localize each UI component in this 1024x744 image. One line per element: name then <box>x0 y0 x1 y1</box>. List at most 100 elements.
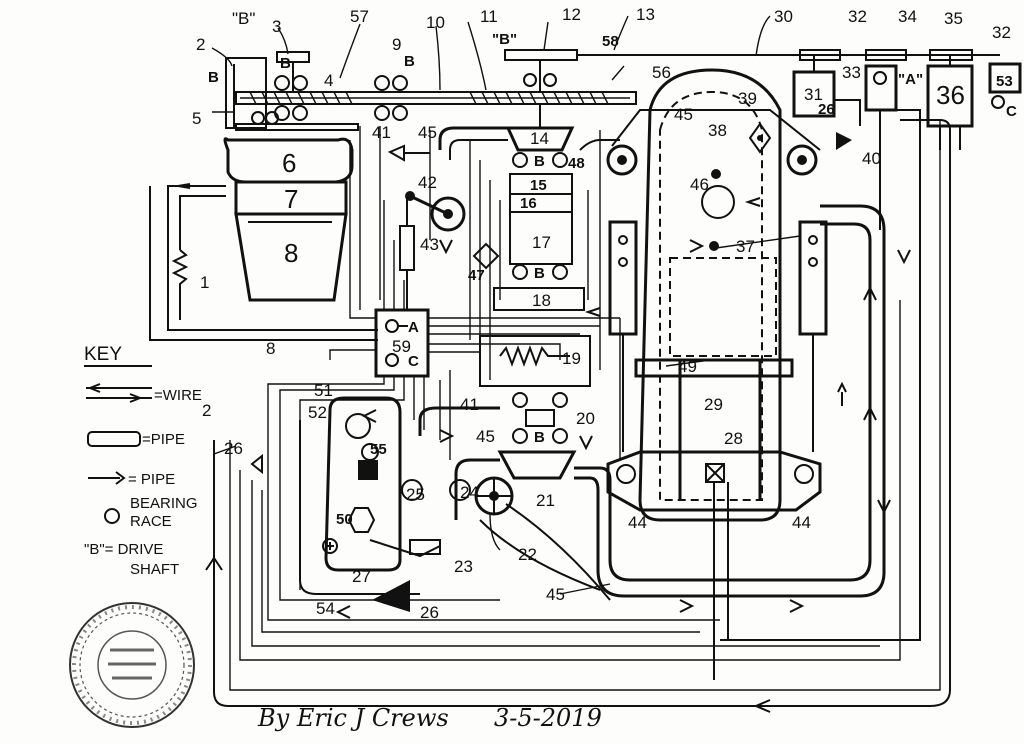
key-title: KEY <box>84 344 122 365</box>
label-8b: 8 <box>266 339 275 358</box>
label-41a: 41 <box>372 123 391 142</box>
label-36: 36 <box>936 80 965 110</box>
label-54: 54 <box>316 599 335 618</box>
signature-block: By Eric J Crews 3-5-2019 <box>257 704 602 732</box>
label-59-c: C <box>408 353 419 370</box>
label-b2: B <box>404 53 415 70</box>
label-26b: 26 <box>420 603 439 622</box>
label-40: 40 <box>862 149 881 168</box>
key-bearing-2: RACE <box>130 513 172 530</box>
label-5: 5 <box>192 109 201 128</box>
label-8: 8 <box>284 238 298 268</box>
label-59-a: A <box>408 319 419 336</box>
label-44a: 44 <box>628 513 647 532</box>
resistor-1-loop <box>149 185 378 341</box>
label-20: 20 <box>576 409 595 428</box>
label-b-quote: "B" <box>232 9 255 28</box>
label-41b: 41 <box>460 395 479 414</box>
label-44b: 44 <box>792 513 811 532</box>
tank-6-7-8 <box>223 137 354 302</box>
label-b1: B <box>208 69 219 86</box>
label-34: 34 <box>898 7 917 26</box>
main-machine-body <box>606 68 822 680</box>
label-45b: 45 <box>674 105 693 124</box>
label-1: 1 <box>200 273 209 292</box>
label-b5: B <box>534 429 545 446</box>
signature-author: By Eric J Crews <box>257 704 449 732</box>
gear-22 <box>474 476 514 516</box>
wires <box>229 120 941 691</box>
label-45d: 45 <box>546 585 565 604</box>
leader-lines <box>211 15 801 595</box>
label-3: 3 <box>272 17 281 36</box>
label-50: 50 <box>336 511 353 528</box>
label-32: 32 <box>848 7 867 26</box>
left-pipe-loop <box>299 396 471 612</box>
label-24: 24 <box>460 483 479 502</box>
label-2: 2 <box>196 35 205 54</box>
label-43: 43 <box>420 235 439 254</box>
label-15: 15 <box>530 177 547 194</box>
label-16: 16 <box>520 195 537 212</box>
label-30: 30 <box>774 7 793 26</box>
label-25: 25 <box>406 485 425 504</box>
label-22: 22 <box>518 545 537 564</box>
bottom-loop <box>213 119 951 707</box>
label-56: 56 <box>652 63 671 82</box>
label-53: 53 <box>996 73 1013 90</box>
label-31: 31 <box>804 85 823 104</box>
label-57: 57 <box>350 7 369 26</box>
key-pipe-1: =PIPE <box>142 431 185 448</box>
label-26a: 26 <box>224 439 243 458</box>
legend-key: KEY =WIRE =PIPE = PIPE BEARING RACE "B"=… <box>84 344 202 578</box>
label-48: 48 <box>568 155 585 172</box>
label-28: 28 <box>724 429 743 448</box>
label-7: 7 <box>284 184 298 214</box>
left-top-unit <box>225 57 359 131</box>
label-37: 37 <box>736 237 755 256</box>
top-drive-shaft <box>235 49 1000 121</box>
key-symbols <box>84 365 152 524</box>
label-b3: B <box>534 153 545 170</box>
lever-42 <box>387 144 466 310</box>
label-47: 47 <box>468 267 485 284</box>
key-wire: =WIRE <box>154 387 202 404</box>
label-27: 27 <box>352 567 371 586</box>
right-components <box>720 55 1022 641</box>
key-drive-1: "B"= DRIVE <box>84 541 163 558</box>
label-53-c: C <box>1006 103 1017 120</box>
label-39: 39 <box>738 89 757 108</box>
label-a-quote: "A" <box>898 71 923 88</box>
label-9: 9 <box>392 35 401 54</box>
label-26c: 26 <box>818 101 835 118</box>
key-bearing-1: BEARING <box>130 495 198 512</box>
label-b4: B <box>534 265 545 282</box>
label-b6: B <box>280 55 291 72</box>
label-35: 35 <box>944 9 963 28</box>
pistons-37 <box>608 220 828 452</box>
label-18: 18 <box>532 291 551 310</box>
label-49: 49 <box>678 357 697 376</box>
control-box-59 <box>374 308 430 378</box>
label-38: 38 <box>708 121 727 140</box>
key-pipe-2: = PIPE <box>128 471 175 488</box>
label-42: 42 <box>418 173 437 192</box>
notary-seal <box>69 602 195 728</box>
label-10: 10 <box>426 13 445 32</box>
key-drive-2: SHAFT <box>130 561 179 578</box>
part-labels: 1 2 2 3 4 5 6 7 8 8 9 10 11 12 13 14 15 … <box>192 5 1017 622</box>
label-14: 14 <box>530 129 549 148</box>
label-19: 19 <box>562 349 581 368</box>
label-45c: 45 <box>476 427 495 446</box>
label-52: 52 <box>308 403 327 422</box>
label-4: 4 <box>324 71 333 90</box>
label-45a: 45 <box>418 123 437 142</box>
label-12: 12 <box>562 5 581 24</box>
label-29: 29 <box>704 395 723 414</box>
label-21: 21 <box>536 491 555 510</box>
pump-14-column <box>472 104 585 311</box>
label-17: 17 <box>532 233 551 252</box>
label-32b: 32 <box>992 23 1011 42</box>
